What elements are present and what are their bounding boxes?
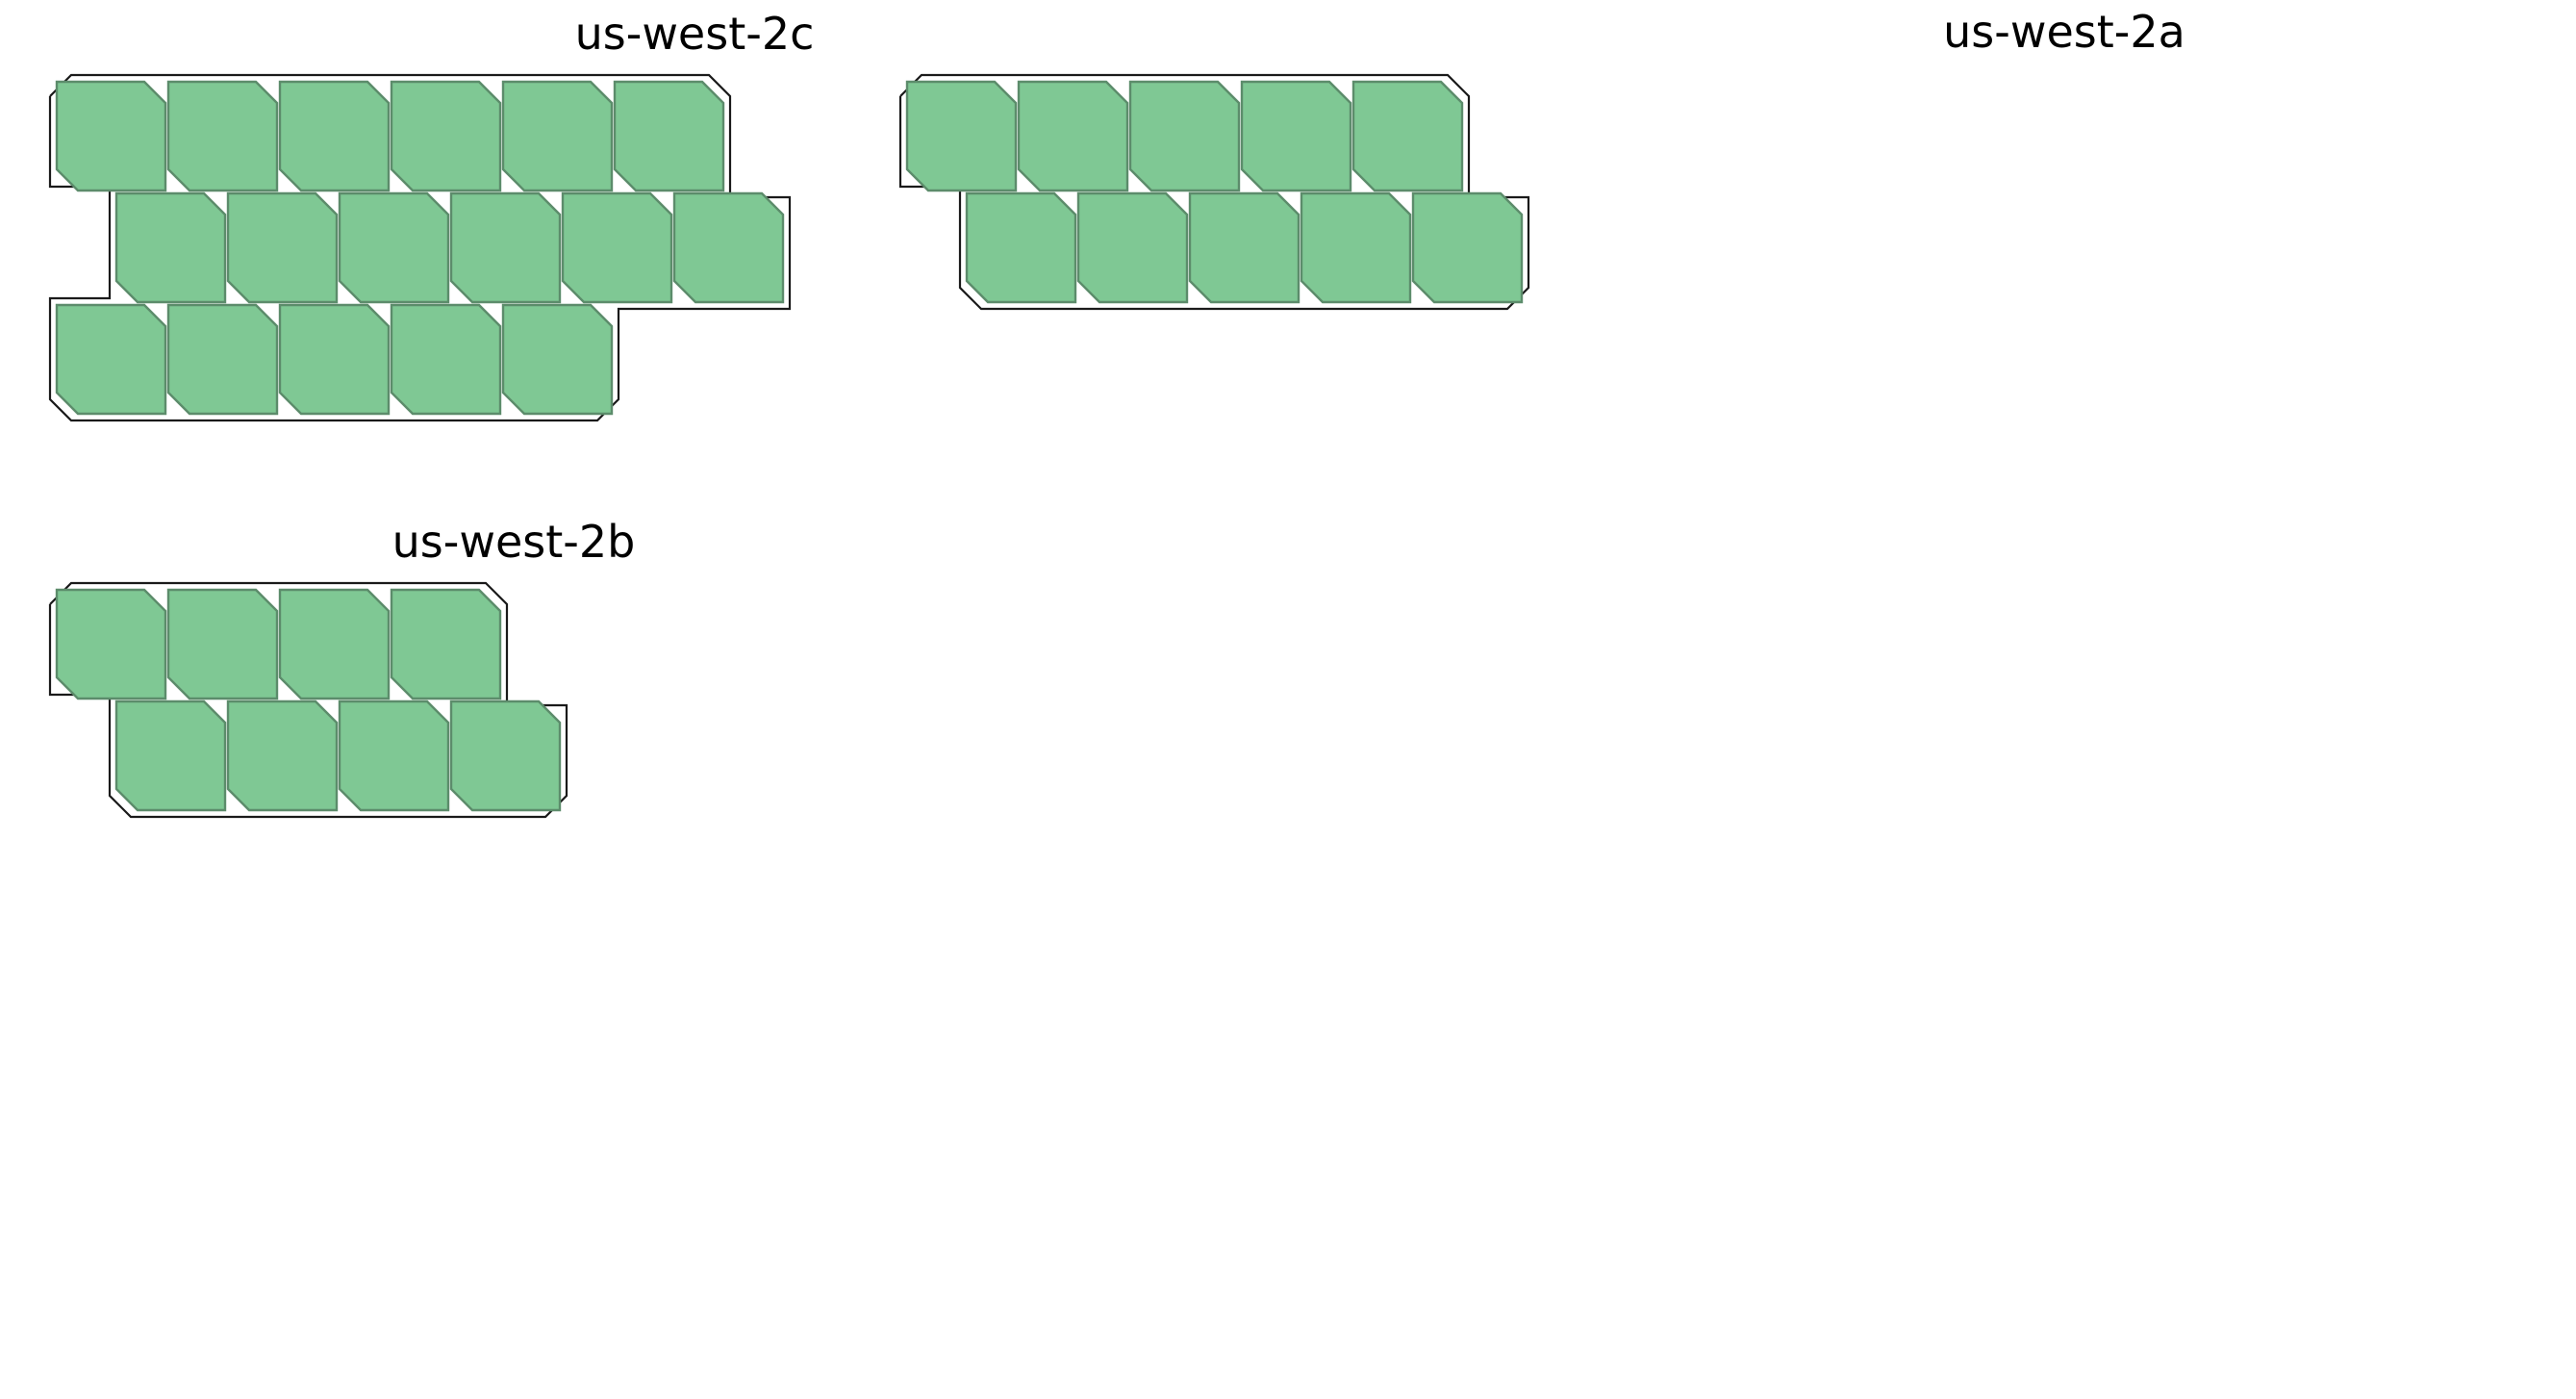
node-tile[interactable] <box>1351 80 1464 192</box>
node-tile[interactable] <box>278 303 391 416</box>
node-tile[interactable] <box>1128 80 1241 192</box>
node-tile[interactable] <box>338 700 450 812</box>
node-tile[interactable] <box>449 191 562 304</box>
node-tile[interactable] <box>55 80 167 192</box>
node-tile[interactable] <box>390 303 502 416</box>
az-canvas-us-west-2a <box>897 71 1542 322</box>
node-tile[interactable] <box>501 303 614 416</box>
node-tile[interactable] <box>390 588 502 700</box>
node-tile[interactable] <box>278 80 391 192</box>
az-title-us-west-2c: us-west-2c <box>574 8 815 60</box>
node-tile[interactable] <box>965 191 1077 304</box>
az-canvas-us-west-2c <box>46 71 803 434</box>
node-tile[interactable] <box>905 80 1018 192</box>
node-tile[interactable] <box>114 700 227 812</box>
node-tile[interactable] <box>166 588 279 700</box>
node-tile[interactable] <box>672 191 785 304</box>
node-tile[interactable] <box>1017 80 1129 192</box>
node-tile[interactable] <box>114 191 227 304</box>
az-canvas-us-west-2b <box>46 579 580 830</box>
node-tile[interactable] <box>55 303 167 416</box>
node-tile[interactable] <box>166 303 279 416</box>
node-tile[interactable] <box>1076 191 1189 304</box>
node-tile[interactable] <box>1300 191 1412 304</box>
az-title-us-west-2b: us-west-2b <box>391 516 636 568</box>
az-group-outline <box>900 75 1528 309</box>
node-tile[interactable] <box>1411 191 1524 304</box>
node-tile[interactable] <box>561 191 673 304</box>
node-tile[interactable] <box>338 191 450 304</box>
node-tile[interactable] <box>501 80 614 192</box>
node-tile[interactable] <box>613 80 725 192</box>
node-tile[interactable] <box>278 588 391 700</box>
az-title-us-west-2a: us-west-2a <box>1943 6 2185 58</box>
az-group-outline <box>50 583 567 817</box>
node-tile[interactable] <box>226 700 339 812</box>
node-tile[interactable] <box>226 191 339 304</box>
az-group-outline <box>50 75 790 420</box>
node-tile[interactable] <box>449 700 562 812</box>
node-tile[interactable] <box>166 80 279 192</box>
node-tile[interactable] <box>390 80 502 192</box>
node-tile[interactable] <box>55 588 167 700</box>
node-tile[interactable] <box>1240 80 1352 192</box>
node-tile[interactable] <box>1188 191 1301 304</box>
